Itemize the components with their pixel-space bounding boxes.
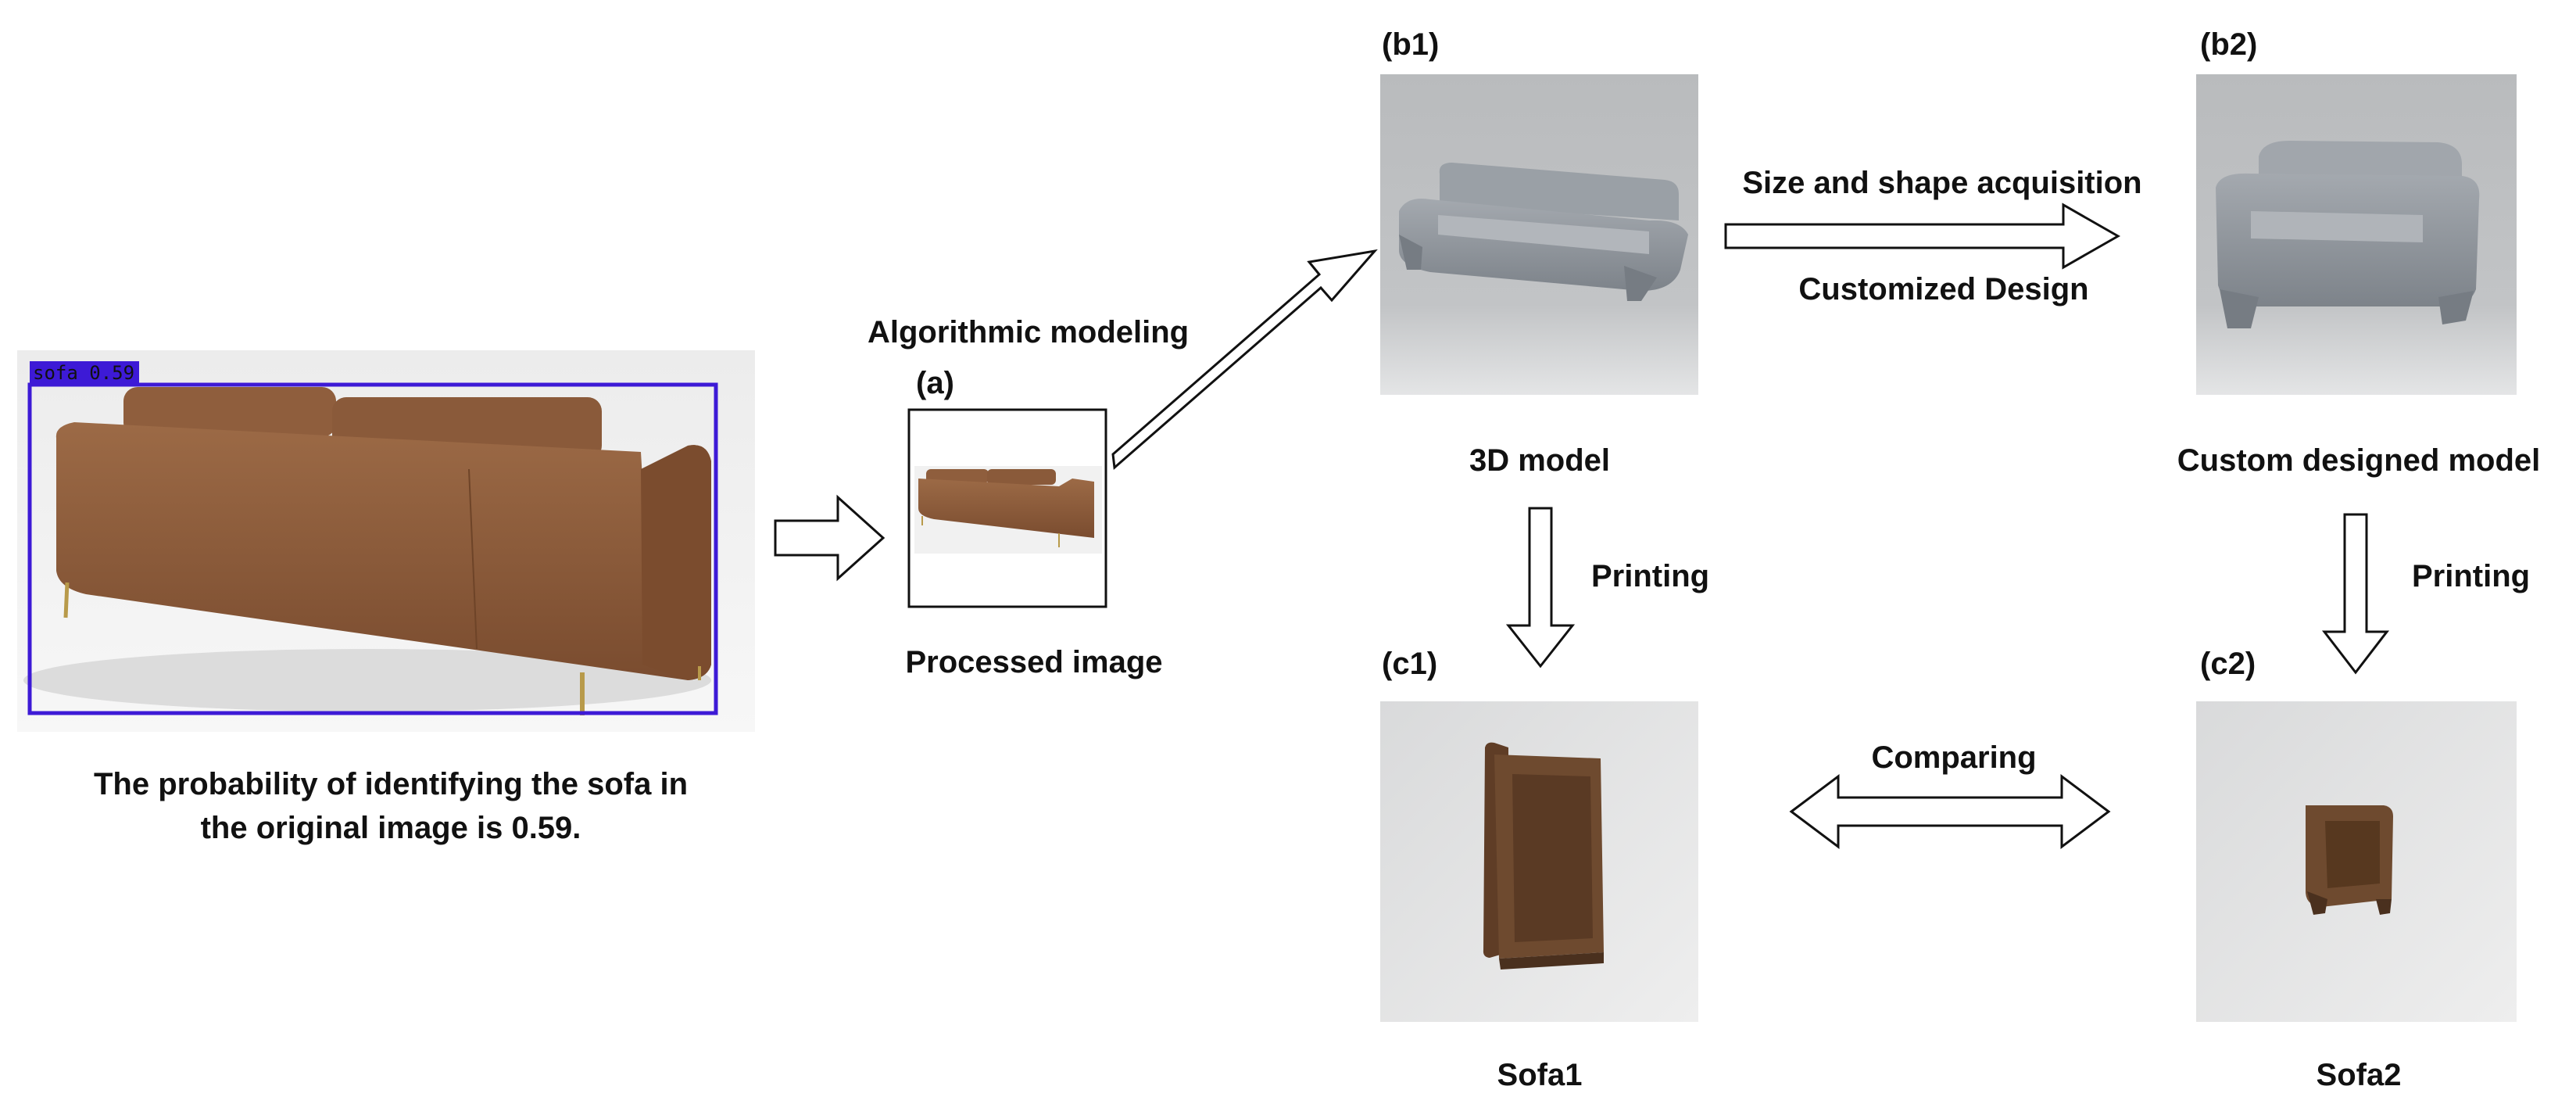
original-image: sofa 0.59	[17, 350, 755, 732]
step-design-label: Customized Design	[1798, 272, 2088, 306]
detection-caption-line1: The probability of identifying the sofa …	[94, 767, 688, 801]
detection-caption-line2: the original image is 0.59.	[200, 811, 581, 845]
3d-model-panel	[1380, 74, 1698, 395]
leather-sofa	[55, 387, 711, 715]
panel-a-id: (a)	[916, 366, 954, 400]
panel-c2-caption: Sofa2	[2317, 1058, 2402, 1092]
detection-caption: The probability of identifying the sofa …	[16, 762, 766, 850]
step-printing-left-label: Printing	[1591, 559, 1709, 593]
arrow-diagonal	[1111, 249, 1378, 470]
printed-sofa2	[2306, 805, 2393, 915]
step-acquisition-label: Size and shape acquisition	[1742, 166, 2141, 200]
processed-image-panel	[907, 408, 1107, 608]
detection-tag	[30, 361, 139, 385]
arrow-down-right	[2321, 513, 2390, 675]
panel-c1-caption: Sofa1	[1497, 1058, 1583, 1092]
printed-sofa2-panel	[2196, 701, 2517, 1022]
arrow-double	[1789, 774, 2111, 849]
detection-box	[27, 382, 718, 715]
panel-b2-id: (b2)	[2200, 27, 2257, 62]
step-modeling-label: Algorithmic modeling	[868, 315, 1189, 349]
custom-model-panel	[2196, 74, 2517, 395]
printed-sofa1	[1483, 742, 1604, 970]
arrow-right-2	[1724, 203, 2121, 270]
gray-armchair-model	[2216, 141, 2480, 328]
panel-b1-caption: 3D model	[1469, 443, 1610, 478]
step-printing-right-label: Printing	[2412, 559, 2530, 593]
arrow-right-1	[774, 494, 886, 582]
arrow-down-left	[1505, 507, 1576, 668]
printed-sofa1-panel	[1380, 701, 1698, 1022]
detection-tag-label: sofa 0.59	[33, 362, 134, 384]
panel-c2-id: (c2)	[2200, 647, 2256, 681]
panel-a-caption: Processed image	[905, 645, 1162, 679]
step-comparing-label: Comparing	[1871, 740, 2036, 775]
panel-b1-id: (b1)	[1382, 27, 1439, 62]
panel-b2-caption: Custom designed model	[2177, 443, 2541, 478]
gray-sofa-model	[1399, 163, 1688, 301]
panel-c1-id: (c1)	[1382, 647, 1437, 681]
